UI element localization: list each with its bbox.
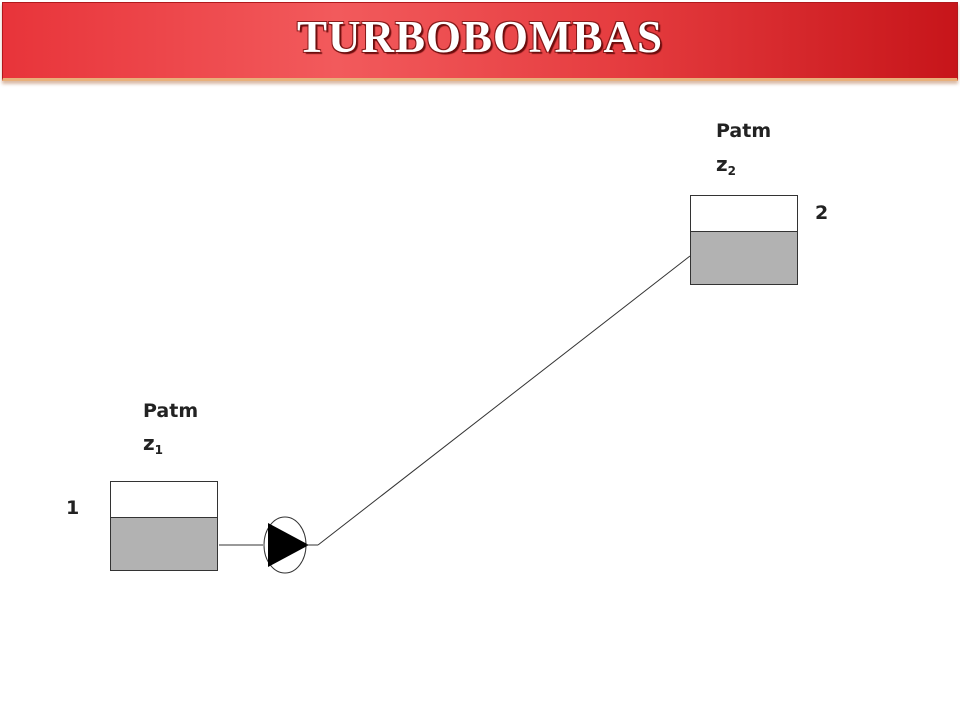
tank-2-height-label: z2 xyxy=(716,152,736,178)
tank-1-water xyxy=(111,517,217,570)
title-banner: TURBOBOMBAS xyxy=(2,2,958,81)
tank-2-pressure-label: Patm xyxy=(716,120,772,142)
tank-1-number-label: 1 xyxy=(66,497,80,519)
tank-1 xyxy=(110,481,218,571)
pump-icon xyxy=(263,516,309,574)
page-title: TURBOBOMBAS xyxy=(296,12,664,62)
tank-2 xyxy=(690,195,798,285)
discharge-pipe xyxy=(317,255,691,546)
tank-1-pressure-label: Patm xyxy=(143,400,199,422)
tank-2-number-label: 2 xyxy=(815,202,829,224)
tank-1-height-label: z1 xyxy=(143,431,163,457)
tank-2-water xyxy=(691,231,797,284)
